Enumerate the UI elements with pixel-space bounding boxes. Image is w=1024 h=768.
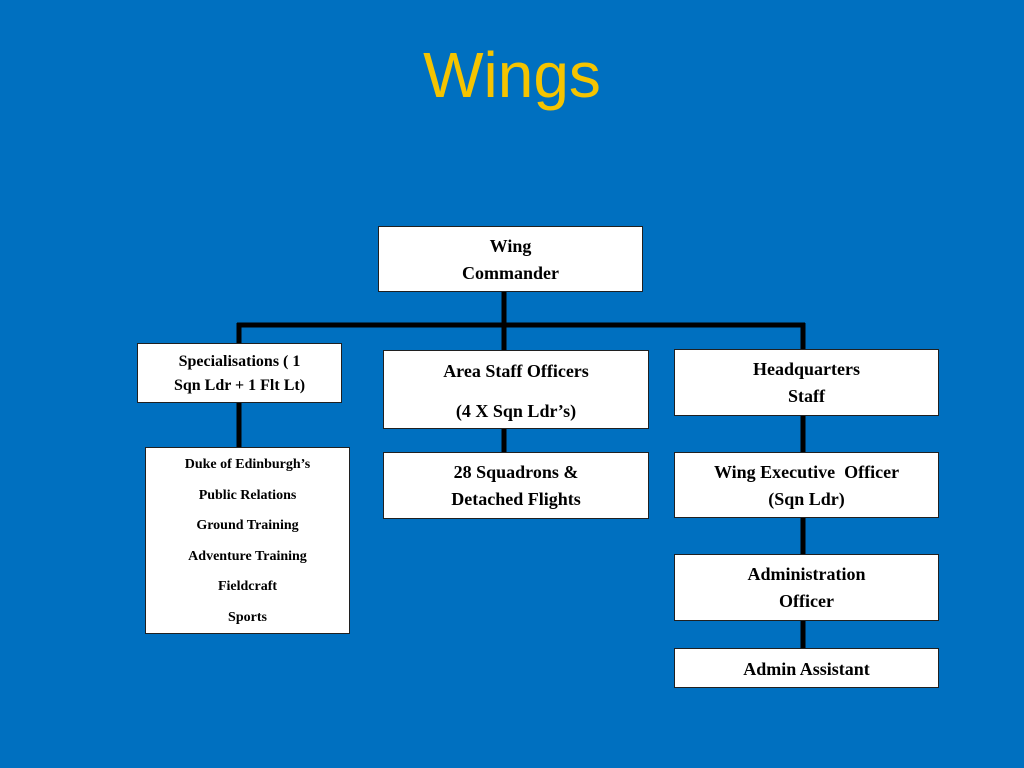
wing-commander-box: Wing Commander <box>378 226 643 292</box>
squadrons-label-line-1: 28 Squadrons & <box>453 462 579 482</box>
specialisation-list-item: Sports <box>228 609 267 625</box>
admin-assistant-box: Admin Assistant <box>674 648 939 688</box>
specialisation-list-item: Ground Training <box>196 518 299 534</box>
specialisation-list-item: Adventure Training <box>188 548 307 564</box>
area-staff-officers-label-line-2: (4 X Sqn Ldr’s) <box>455 401 577 421</box>
specialisation-list-item: Public Relations <box>198 487 297 503</box>
administration-officer-label-line-2: Officer <box>779 591 834 611</box>
wing-executive-officer-label-line-1: Wing Executive Officer <box>713 462 900 482</box>
administration-officer-label-line-1: Administration <box>747 564 866 584</box>
specialisations-box: Specialisations ( 1 Sqn Ldr + 1 Flt Lt) <box>137 343 342 403</box>
squadrons-box: 28 Squadrons & Detached Flights <box>383 452 649 519</box>
specialisation-list-box: Duke of Edinburgh’s Public Relations Gro… <box>145 447 350 634</box>
specialisation-list-item: Duke of Edinburgh’s <box>184 457 311 472</box>
page-title: Wings <box>423 39 601 111</box>
wing-commander-label-line-2: Commander <box>462 263 559 283</box>
wing-executive-officer-box: Wing Executive Officer (Sqn Ldr) <box>674 452 939 518</box>
squadrons-label-line-2: Detached Flights <box>451 489 581 509</box>
wing-commander-label-line-1: Wing <box>489 236 532 256</box>
specialisations-label-line-2: Sqn Ldr + 1 Flt Lt) <box>173 377 306 394</box>
admin-assistant-label: Admin Assistant <box>743 659 870 679</box>
area-staff-officers-label-line-1: Area Staff Officers <box>443 361 589 381</box>
administration-officer-box: Administration Officer <box>674 554 939 621</box>
headquarters-staff-label-line-1: Headquarters <box>753 359 860 379</box>
headquarters-staff-box: Headquarters Staff <box>674 349 939 416</box>
specialisation-list-item: Fieldcraft <box>217 579 278 595</box>
wing-executive-officer-label-line-2: (Sqn Ldr) <box>768 489 845 509</box>
specialisations-label-line-1: Specialisations ( 1 <box>178 353 301 370</box>
headquarters-staff-label-line-2: Staff <box>788 386 825 406</box>
area-staff-officers-box: Area Staff Officers (4 X Sqn Ldr’s) <box>383 350 649 429</box>
